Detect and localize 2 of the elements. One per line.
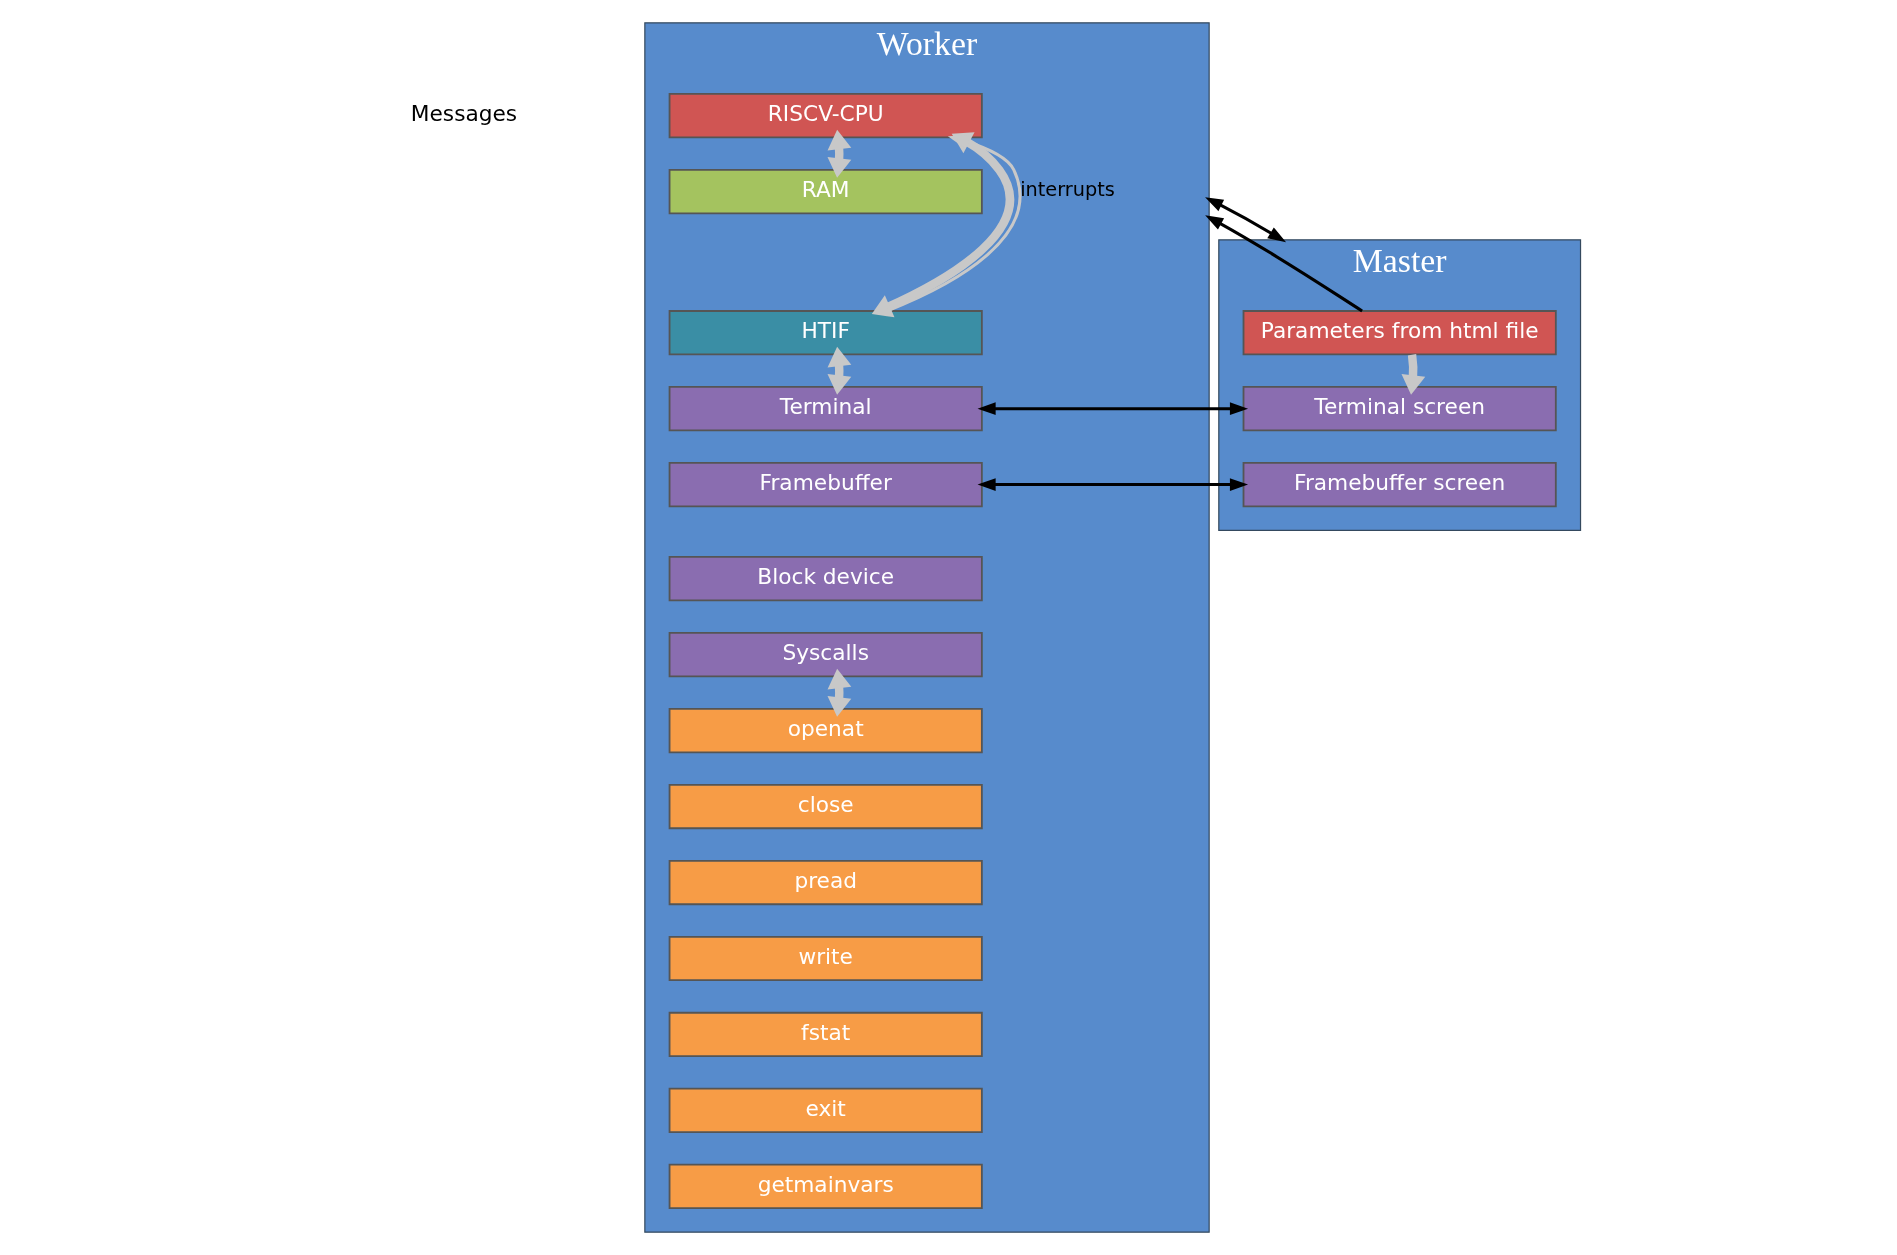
edge-label: interrupts	[1019, 178, 1115, 202]
label: Messages	[410, 100, 517, 126]
